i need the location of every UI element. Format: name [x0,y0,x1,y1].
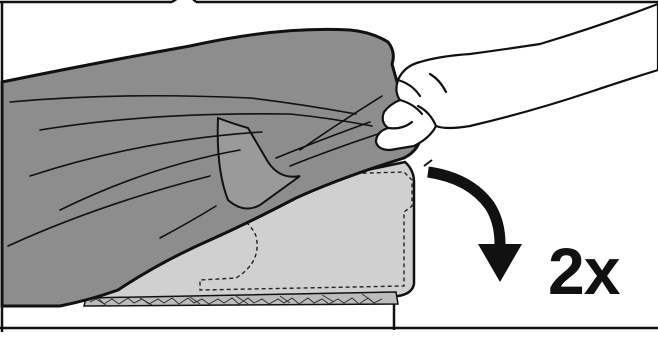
hand [376,4,658,150]
pull-down-arrow-icon [424,160,522,282]
repeat-count-label: 2x [548,238,619,304]
